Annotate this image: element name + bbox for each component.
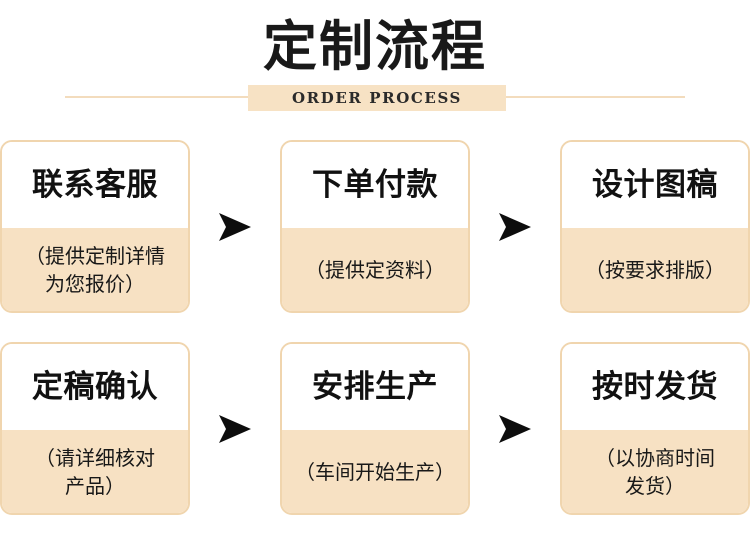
page-subtitle: ORDER PROCESS xyxy=(292,89,462,107)
step-title-zone: 下单付款 xyxy=(282,142,468,228)
arrow-connector xyxy=(190,342,280,515)
step-description: （提供定资料） xyxy=(305,257,445,282)
step-title-zone: 设计图稿 xyxy=(562,142,748,228)
arrow-right-dart-icon xyxy=(499,414,531,443)
step-card[interactable]: 联系客服 （提供定制详情 为您报价） xyxy=(0,140,190,313)
step-title-zone: 按时发货 xyxy=(562,344,748,430)
arrow-connector xyxy=(190,140,280,313)
page-header: 定制流程 ORDER PROCESS xyxy=(0,0,750,128)
arrow-right-dart-icon xyxy=(219,414,251,443)
step-desc-zone: （按要求排版） xyxy=(562,228,748,311)
step-title: 安排生产 xyxy=(312,368,438,405)
step-title: 设计图稿 xyxy=(592,166,718,203)
step-description: （提供定制详情 为您报价） xyxy=(25,243,165,296)
step-desc-zone: （车间开始生产） xyxy=(282,430,468,513)
step-card[interactable]: 设计图稿 （按要求排版） xyxy=(560,140,750,313)
step-desc-zone: （请详细核对 产品） xyxy=(2,430,188,513)
step-desc-zone: （提供定资料） xyxy=(282,228,468,311)
step-title-zone: 定稿确认 xyxy=(2,344,188,430)
step-desc-zone: （以协商时间 发货） xyxy=(562,430,748,513)
step-card[interactable]: 安排生产 （车间开始生产） xyxy=(280,342,470,515)
step-title: 下单付款 xyxy=(312,166,438,203)
step-card[interactable]: 下单付款 （提供定资料） xyxy=(280,140,470,313)
step-title-zone: 联系客服 xyxy=(2,142,188,228)
step-card[interactable]: 定稿确认 （请详细核对 产品） xyxy=(0,342,190,515)
process-row-1: 联系客服 （提供定制详情 为您报价） 下单付款 （提供定资料） xyxy=(0,140,750,315)
step-card[interactable]: 按时发货 （以协商时间 发货） xyxy=(560,342,750,515)
arrow-connector xyxy=(470,342,560,515)
arrow-connector xyxy=(470,140,560,313)
step-desc-zone: （提供定制详情 为您报价） xyxy=(2,228,188,311)
page-title: 定制流程 xyxy=(263,14,487,78)
step-description: （按要求排版） xyxy=(585,257,725,282)
arrow-right-dart-icon xyxy=(499,212,531,241)
step-description: （请详细核对 产品） xyxy=(35,445,155,498)
step-description: （车间开始生产） xyxy=(295,459,455,484)
step-title-zone: 安排生产 xyxy=(282,344,468,430)
process-flow: 联系客服 （提供定制详情 为您报价） 下单付款 （提供定资料） xyxy=(0,140,750,517)
step-title: 按时发货 xyxy=(592,368,718,405)
step-title: 联系客服 xyxy=(32,166,158,203)
process-row-2: 定稿确认 （请详细核对 产品） 安排生产 （车间开始生产） xyxy=(0,342,750,517)
step-title: 定稿确认 xyxy=(32,368,158,405)
arrow-right-dart-icon xyxy=(219,212,251,241)
header-subtitle-band: ORDER PROCESS xyxy=(248,85,506,111)
step-description: （以协商时间 发货） xyxy=(595,445,715,498)
